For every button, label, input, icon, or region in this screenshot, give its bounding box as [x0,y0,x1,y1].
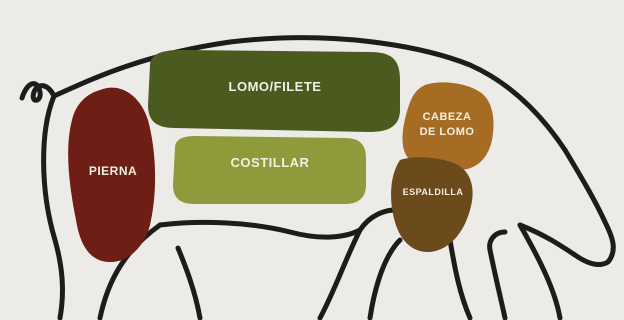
pig-back [51,35,568,153]
pig-belly [157,219,363,240]
pig-mid-leg-a [175,245,203,320]
label-pierna: PIERNA [89,164,137,178]
cut-pierna [68,87,156,262]
pig-front-leg-a [367,237,403,320]
label-espaldilla: ESPALDILLA [403,187,464,197]
pig-outline [19,35,616,320]
pig-rear-leg-back [41,93,65,320]
pig-jaw [517,222,578,258]
pig-mid-leg-b [317,227,363,320]
pig-rear-leg-front [97,222,163,320]
cut-costillar [173,136,366,204]
pig-tail [19,81,57,103]
label-costillar: COSTILLAR [231,155,310,170]
pig-front-leg-b [447,237,473,320]
pig-front-leg-c [487,229,508,320]
cut-cabeza-de-lomo [402,82,494,171]
label-lomo-filete: LOMO/FILETE [229,79,322,94]
label-cabeza-de-lomo-line2: DE LOMO [420,126,475,138]
pig-neck-line [517,222,563,320]
cut-espaldilla [391,157,473,253]
pig-head [562,147,616,267]
label-cabeza-de-lomo-line1: CABEZA [423,111,472,123]
pig-chest [357,207,398,233]
cut-lomo-filete [148,50,400,132]
